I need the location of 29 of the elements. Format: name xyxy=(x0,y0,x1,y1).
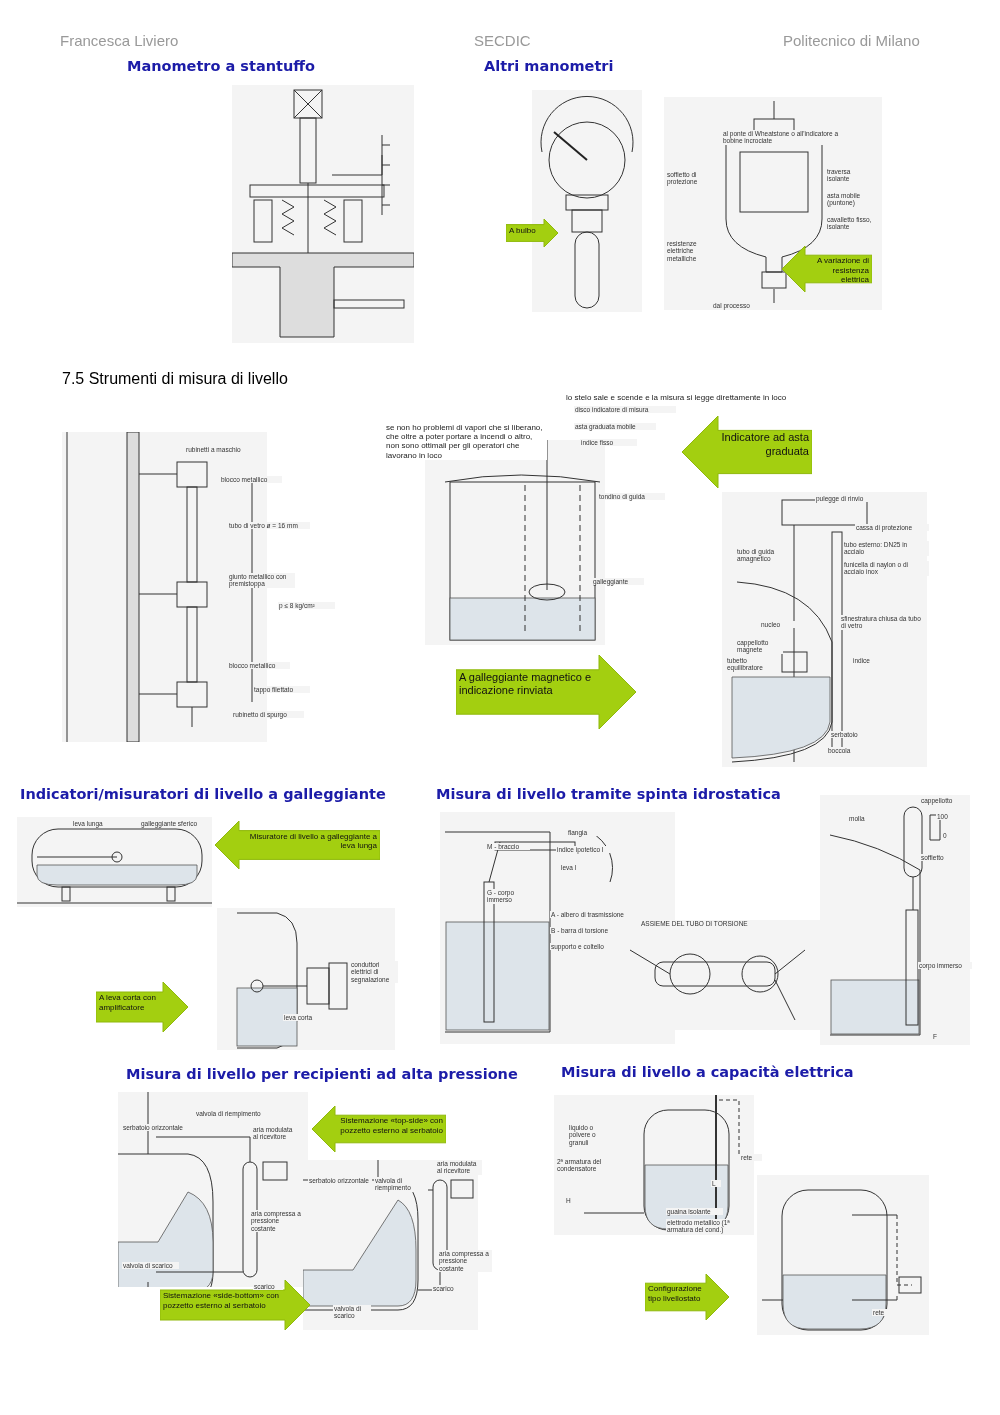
callout-arrow xyxy=(782,246,872,292)
callout-arrow xyxy=(96,982,188,1032)
callout-arrow xyxy=(215,821,380,869)
header-text: Politecnico di Milano xyxy=(783,32,921,50)
callout-text: Sistemazione «side-bottom» con pozzetto esterno al serbatoio xyxy=(163,1291,281,1311)
note-text: se non ho problemi di vapori che si liberano, che oltre a poter portare a incendi o altro, non sono ottimali per gli operatori che lavorano in loco xyxy=(385,423,547,460)
callout-text: Configurazione tipo livellostato xyxy=(648,1284,703,1304)
callout-arrow xyxy=(312,1106,446,1152)
callout-arrow xyxy=(645,1274,729,1320)
callout-text: A leva corta con amplificatore xyxy=(99,993,157,1013)
section-heading: Manometro a stantuffo xyxy=(127,58,315,75)
callout-text: A galleggiante magnetico e indicazione rinviata xyxy=(459,670,593,698)
callout-arrow xyxy=(160,1280,310,1330)
section-heading: Misura di livello a capacità elettrica xyxy=(561,1064,854,1081)
callout-text: A variazione di resistenza elettrica xyxy=(815,256,869,285)
section-heading: Misura di livello tramite spinta idrostatica xyxy=(436,786,781,803)
header-text: Francesca Liviero xyxy=(60,32,180,50)
callout-arrow xyxy=(506,219,558,247)
callout-arrow xyxy=(456,655,636,729)
callout-text: A bulbo xyxy=(509,225,537,236)
callout-text: Sistemazione «top-side» con pozzetto esterno al serbatoio xyxy=(339,1116,443,1136)
section-heading: Indicatori/misuratori di livello a galleggiante xyxy=(20,786,386,803)
section-heading: 7.5 Strumenti di misura di livello xyxy=(62,370,288,389)
header-text: SECDIC xyxy=(474,32,532,50)
callout-text: Indicatore ad asta graduata xyxy=(720,431,809,458)
callout-arrow xyxy=(682,416,812,488)
section-heading: Misura di livello per recipienti ad alta pressione xyxy=(126,1066,518,1083)
callout-text: Misuratore di livello a galleggiante a leva lunga xyxy=(248,831,377,851)
section-heading: Altri manometri xyxy=(484,58,614,75)
